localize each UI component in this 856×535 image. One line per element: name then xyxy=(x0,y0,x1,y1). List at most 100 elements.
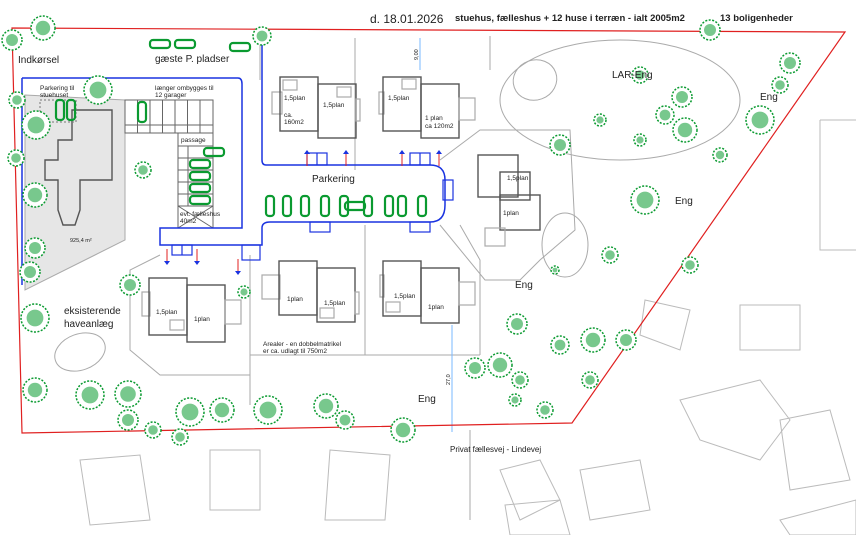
car xyxy=(264,194,276,218)
house-label: 1plan xyxy=(287,296,303,303)
tree-crown xyxy=(469,362,481,374)
houses xyxy=(141,76,541,343)
tree-crown xyxy=(122,414,134,426)
plan-date: d. 18.01.2026 xyxy=(370,12,444,26)
tree-crown xyxy=(35,20,51,36)
house-label: 1,5plan xyxy=(507,175,529,182)
car xyxy=(188,170,212,182)
tree-crown xyxy=(552,267,558,273)
parking-boxes xyxy=(171,152,454,261)
property-boundary xyxy=(11,27,847,434)
label-garages-2: 12 garager xyxy=(155,92,187,99)
label-common-house-2: 40m2 xyxy=(180,218,197,225)
house-label: 1 plan xyxy=(425,115,443,122)
label-passage: passage xyxy=(181,137,206,144)
label-meadow-2: Eng xyxy=(675,196,693,207)
label-meadow-4: Eng xyxy=(418,394,436,405)
tree-crown xyxy=(395,422,411,438)
neighbour-buildings xyxy=(79,119,856,535)
car xyxy=(136,100,148,124)
car xyxy=(319,194,331,218)
tree-crown xyxy=(240,288,248,296)
house-label: 1,5plan xyxy=(156,309,178,316)
car xyxy=(338,194,350,218)
car xyxy=(299,194,311,218)
tree-crown xyxy=(138,165,148,175)
tree-crown xyxy=(120,386,136,402)
tree-crown xyxy=(27,187,43,203)
car xyxy=(188,158,212,170)
tree-crown xyxy=(511,396,519,404)
parked-cars xyxy=(54,38,428,218)
label-parking-main-house-2: stuehuset xyxy=(40,92,68,99)
access-roads xyxy=(21,38,453,432)
arrow-head xyxy=(304,150,310,154)
tree-crown xyxy=(89,81,107,99)
tree-crown xyxy=(492,357,508,373)
tree-crown xyxy=(24,266,36,278)
tree-crown xyxy=(26,309,44,327)
tree-crown xyxy=(620,334,632,346)
house-label: 1plan xyxy=(428,304,444,311)
label-private-road: Privat fællesvej - Lindevej xyxy=(450,445,541,454)
arrow-head xyxy=(164,261,170,265)
dimension-9: 9,00 xyxy=(414,49,420,60)
car xyxy=(148,38,172,50)
label-entrance: Indkørsel xyxy=(18,55,59,66)
car xyxy=(188,194,212,206)
tree-crown xyxy=(318,398,334,414)
car xyxy=(54,98,66,122)
tree-crown xyxy=(256,30,268,42)
house-label: 1,5plan xyxy=(394,293,416,300)
tree-crown xyxy=(635,70,645,80)
plot-lines xyxy=(54,36,741,520)
tree-crown xyxy=(605,250,615,260)
tree-crown xyxy=(27,382,43,398)
tree-crown xyxy=(554,339,566,351)
tree-crown xyxy=(596,116,604,124)
tree-crown xyxy=(676,91,688,103)
house-label: ca. xyxy=(284,112,293,119)
tree-crown xyxy=(124,279,136,291)
tree-crown xyxy=(511,318,523,330)
tree-crown xyxy=(685,260,695,270)
house-label: 160m2 xyxy=(284,119,304,126)
tree-crown xyxy=(540,405,550,415)
tree-crown xyxy=(775,80,785,90)
arrow-head xyxy=(343,150,349,154)
tree-crown xyxy=(148,425,158,435)
tree-crown xyxy=(677,122,693,138)
tree-crown xyxy=(515,375,525,385)
house-label: 1plan xyxy=(194,316,210,323)
tree-crown xyxy=(585,332,601,348)
tree-crown xyxy=(715,150,725,160)
unit-count: 13 boligenheder xyxy=(720,13,793,24)
garage-wing xyxy=(124,99,214,229)
dimension-27: 27,0 xyxy=(446,374,452,385)
car xyxy=(228,41,252,53)
tree-crown xyxy=(259,401,277,419)
house-label: 1,5plan xyxy=(323,102,345,109)
label-parking: Parkering xyxy=(312,174,355,185)
tree-crown xyxy=(181,403,199,421)
tree-crown xyxy=(27,116,45,134)
arrow-head xyxy=(436,150,442,154)
label-meadow-3: Eng xyxy=(515,280,533,291)
label-main-house-area: 925,4 m² xyxy=(70,238,92,244)
house-label: ca 120m2 xyxy=(425,123,454,130)
label-parking-main-house: Parkering til xyxy=(40,85,75,92)
car xyxy=(343,200,367,212)
car xyxy=(416,194,428,218)
arrow-head xyxy=(235,271,241,275)
tree-crown xyxy=(29,242,41,254)
label-garages: længer ombygges til xyxy=(155,85,214,92)
car xyxy=(383,194,395,218)
trees xyxy=(1,15,801,446)
tree-crown xyxy=(11,153,21,163)
tree-crown xyxy=(636,191,654,209)
house-label: 1,5plan xyxy=(324,300,346,307)
label-existing-garden: eksisterende xyxy=(64,306,121,317)
car xyxy=(202,146,226,158)
house-label: 1,5plan xyxy=(388,95,410,102)
